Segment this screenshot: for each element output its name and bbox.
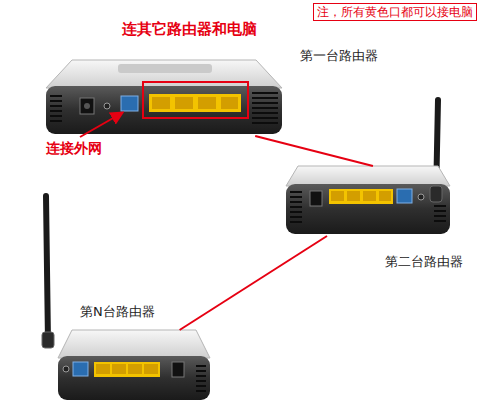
lan-port [379,191,391,201]
lan-port [144,364,158,374]
antenna-base [42,332,54,348]
logo-plate [118,64,212,73]
reset-button [63,366,69,372]
router-top [58,330,210,358]
router-label: 第一台路由器 [300,48,378,64]
lan-port [331,191,344,201]
lan-ports [94,362,160,377]
callout-text: 连其它路由器和电脑 [122,20,257,38]
network-cable [255,136,373,166]
lan-port [112,364,126,374]
lan-port [198,97,216,109]
router-back [58,356,210,400]
router-back [46,86,282,134]
router-label: 第二台路由器 [385,254,463,270]
network-cable [180,236,327,330]
lan-ports [149,94,241,112]
leader-arrow [80,113,122,137]
power-jack [80,98,94,114]
router-label: 第N台路由器 [80,304,155,320]
reset-button [418,194,424,200]
reset-button [104,103,110,109]
power-jack [172,362,184,377]
antenna-base [430,186,442,202]
router-one [46,60,282,134]
wan-port [73,362,88,376]
router-box: 第一台路由器 [44,58,284,136]
lan-port [152,97,170,109]
power-hole [84,103,90,109]
lan-port [221,97,238,109]
lan-ports [329,189,393,204]
power-jack [310,191,322,206]
router-box: 第N台路由器 [58,330,210,400]
antenna [46,196,48,342]
lan-port [175,97,193,109]
highlight-box [143,82,248,118]
router-n [42,196,210,400]
lan-port [347,191,360,201]
vent-slots [290,192,446,222]
lan-port [128,364,142,374]
router-box: 第二台路由器 [286,166,450,236]
wan-port [121,96,138,111]
note-text: 注，所有黄色口都可以接电脑 [313,3,477,21]
router-top [286,166,450,186]
vent-slots [196,366,206,391]
lan-port [363,191,376,201]
router-back [286,184,450,234]
callout-text: 连接外网 [46,140,102,157]
router-top [46,60,282,88]
router-two [286,100,450,234]
lan-port [96,364,110,374]
wan-port [397,189,412,203]
